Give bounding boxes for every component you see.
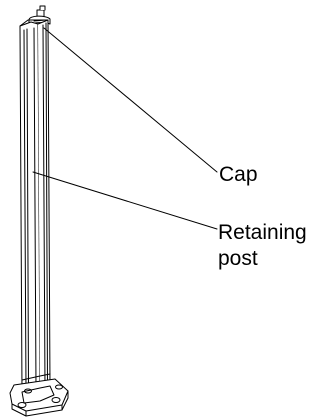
cap-leader-line (43, 27, 218, 173)
post-body (19, 19, 51, 393)
base-plate (9, 378, 69, 417)
retaining-post-label: Retaining post (218, 221, 307, 270)
retaining-post-leader-line (32, 171, 218, 230)
cap-label: Cap (219, 163, 258, 186)
